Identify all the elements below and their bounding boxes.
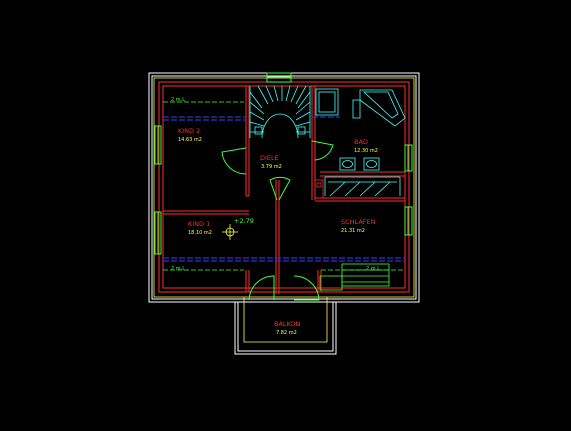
room-name-diele: DIELE xyxy=(260,154,279,162)
room-name-bad: BAD xyxy=(354,138,368,146)
cabinet xyxy=(314,179,324,199)
sink-icon xyxy=(339,157,356,171)
room-name-schlafen: SCHLAFEN xyxy=(341,218,376,226)
room-name-balkon: BALKON xyxy=(274,320,301,328)
room-area-kind2: 14.63 m2 xyxy=(178,137,202,143)
room-area-diele: 3.79 m2 xyxy=(261,164,282,170)
room-area-bad: 12.30 m2 xyxy=(354,148,378,154)
sink-icon xyxy=(363,157,380,171)
height-label-top-left: 2 m.L xyxy=(171,97,185,103)
height-label-bottom-right: 2 m.L xyxy=(366,266,380,272)
room-area-schlafen: 21.31 m2 xyxy=(341,228,365,234)
roof-lines xyxy=(163,116,405,262)
building-envelope xyxy=(153,77,415,343)
room-area-kind1: 18.10 m2 xyxy=(188,230,212,236)
level-label: +2.79 xyxy=(234,217,254,225)
windows xyxy=(154,72,413,255)
room-area-balkon: 7.82 m2 xyxy=(276,330,297,336)
staircase xyxy=(249,85,311,139)
room-name-kind1: KIND 1 xyxy=(188,220,210,228)
toilet-icon xyxy=(352,99,361,119)
level-marker-icon xyxy=(222,224,238,240)
interior-walls xyxy=(158,81,410,294)
bathroom-fixtures xyxy=(315,88,406,197)
room-name-kind2: KIND 2 xyxy=(178,127,200,135)
shower-icon xyxy=(315,88,339,116)
bed xyxy=(319,263,390,291)
doors xyxy=(221,140,334,301)
height-label-bottom-left: 2 m.L xyxy=(171,266,185,272)
